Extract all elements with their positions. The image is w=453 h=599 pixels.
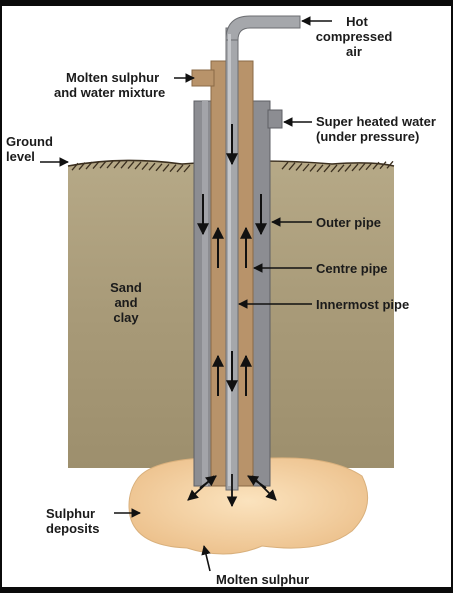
sulphur-deposit [128, 457, 369, 555]
bottom-flow-arrows [187, 474, 277, 508]
label-molten-sulphur: Molten sulphur [216, 572, 310, 587]
leader-lines [40, 16, 332, 572]
label-centre-pipe: Centre pipe [316, 261, 388, 276]
label-hot-air: Hot compressed air [315, 14, 393, 59]
water-inlet [267, 109, 283, 129]
frasch-process-diagram [40, 15, 395, 572]
flow-arrows [197, 124, 267, 396]
label-sulphur-deposits: Sulphur deposits [46, 506, 100, 536]
label-outer-pipe: Outer pipe [316, 215, 382, 230]
mixture-outlet [191, 69, 215, 87]
label-innermost-pipe: Innermost pipe [316, 297, 410, 312]
label-sand-clay: Sand and clay [110, 280, 142, 325]
label-ground-level: Ground level [6, 134, 53, 164]
air-inlet-bend [225, 15, 301, 41]
innermost-pipe [225, 27, 239, 491]
label-molten-mixture: Molten sulphur and water mixture [54, 70, 166, 100]
label-superheated-water: Super heated water (under pressure) [316, 114, 436, 144]
